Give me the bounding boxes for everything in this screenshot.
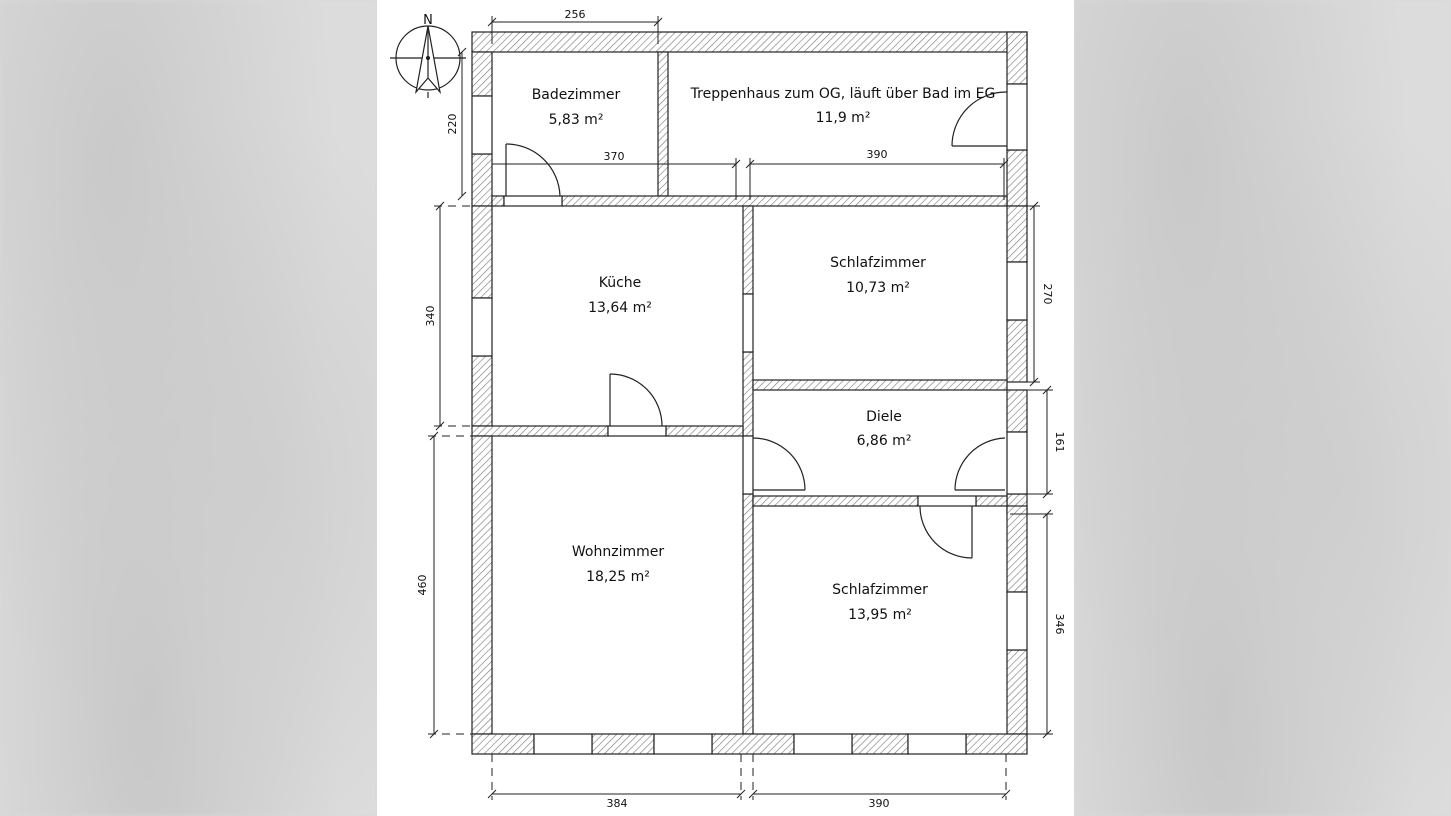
wall-left-wohn xyxy=(471,435,493,735)
room-name-schlafzimmer-2: Schlafzimmer xyxy=(832,582,928,598)
room-area-diele: 6,86 m² xyxy=(857,433,912,449)
doorframe-center-upper xyxy=(742,293,754,353)
wall-left-bath-top xyxy=(471,51,493,97)
wall-kitchen-wohn-right xyxy=(665,425,744,437)
window-schlaf2 xyxy=(1006,591,1028,651)
room-name-diele: Diele xyxy=(866,409,902,425)
window-stair xyxy=(1006,83,1028,151)
wall-center-3 xyxy=(742,493,754,735)
wall-left-kitchen-top xyxy=(471,205,493,299)
door-stair xyxy=(951,91,1008,147)
door-schlaf2 xyxy=(919,505,973,559)
window-bottom-2 xyxy=(653,733,713,755)
wall-upper-horizontal-right xyxy=(561,195,1008,207)
wall-bottom-2 xyxy=(591,733,655,755)
wall-left-kitchen-bottom xyxy=(471,355,493,427)
blurred-background-right xyxy=(1074,0,1451,816)
wall-upper-horizontal-left xyxy=(491,195,505,207)
window-bottom-1 xyxy=(533,733,593,755)
dim-bottom-left: 384 xyxy=(607,797,628,810)
wall-bath-stair xyxy=(657,51,669,197)
room-name-schlafzimmer-1: Schlafzimmer xyxy=(830,255,926,271)
wall-right-schlaf1-b xyxy=(1006,319,1028,383)
wall-center-2 xyxy=(742,351,754,437)
wall-center-1 xyxy=(742,205,754,295)
blurred-background-left xyxy=(0,0,377,816)
window-bath xyxy=(471,95,493,155)
north-arrow-icon xyxy=(390,25,466,98)
wall-bottom-4 xyxy=(851,733,909,755)
room-area-kueche: 13,64 m² xyxy=(588,300,652,316)
room-area-treppenhaus: 11,9 m² xyxy=(816,110,871,126)
wall-diele-schlaf2-right xyxy=(975,495,1008,507)
doorframe-schlaf2 xyxy=(917,495,977,507)
window-diele xyxy=(1006,431,1028,495)
window-bottom-4 xyxy=(907,733,967,755)
door-diele-west xyxy=(752,437,806,491)
doorframe-kitchen xyxy=(607,425,667,437)
wall-right-schlaf2-b xyxy=(1006,649,1028,735)
wall-right-upper xyxy=(1006,31,1028,85)
wall-diele-schlaf2-left xyxy=(752,495,919,507)
doors xyxy=(505,91,1008,559)
wall-kitchen-wohn-left xyxy=(471,425,609,437)
room-name-badezimmer: Badezimmer xyxy=(532,87,621,103)
window-kitchen xyxy=(471,297,493,357)
wall-bottom-3 xyxy=(711,733,795,755)
dim-bottom-right: 390 xyxy=(869,797,890,810)
walls xyxy=(471,31,1028,755)
north-label: N xyxy=(423,13,433,28)
room-area-schlafzimmer-1: 10,73 m² xyxy=(846,280,910,296)
window-schlaf1 xyxy=(1006,261,1028,321)
room-area-badezimmer: 5,83 m² xyxy=(549,112,604,128)
dim-inner-width-left: 370 xyxy=(604,150,625,163)
dim-wohn-height: 460 xyxy=(416,575,429,596)
dim-top-width: 256 xyxy=(565,8,586,21)
window-bottom-3 xyxy=(793,733,853,755)
windows xyxy=(471,83,1028,755)
doorframe-bath xyxy=(503,195,563,207)
door-kitchen xyxy=(609,373,663,427)
wall-left-bath-bottom xyxy=(471,153,493,207)
dim-bad-height: 220 xyxy=(446,114,459,135)
wall-bottom-5 xyxy=(965,733,1028,755)
room-area-schlafzimmer-2: 13,95 m² xyxy=(848,607,912,623)
dim-schlaf1-height: 270 xyxy=(1041,284,1054,305)
wall-right-schlaf2-a xyxy=(1006,505,1028,593)
dim-diele-height: 161 xyxy=(1053,432,1066,453)
wall-right-schlaf1-a xyxy=(1006,205,1028,263)
dim-schlaf2-height: 346 xyxy=(1053,614,1066,635)
door-diele-east xyxy=(954,437,1006,491)
room-name-treppenhaus: Treppenhaus zum OG, läuft über Bad im EG xyxy=(690,86,996,102)
wall-schlaf1-diele xyxy=(752,379,1008,391)
wall-top xyxy=(471,31,1028,53)
dim-inner-width-right: 390 xyxy=(867,148,888,161)
room-area-wohnzimmer: 18,25 m² xyxy=(586,569,650,585)
floorplan-sheet xyxy=(377,0,1074,816)
wall-bottom-1 xyxy=(471,733,535,755)
wall-right-upper-2 xyxy=(1006,149,1028,207)
door-bath xyxy=(505,143,561,197)
dim-kueche-height: 340 xyxy=(424,306,437,327)
dimension-lines xyxy=(428,16,1053,800)
wall-right-diele-a xyxy=(1006,389,1028,433)
doorframe-center-diele xyxy=(742,435,754,495)
room-name-kueche: Küche xyxy=(599,275,642,291)
room-name-wohnzimmer: Wohnzimmer xyxy=(572,544,664,560)
